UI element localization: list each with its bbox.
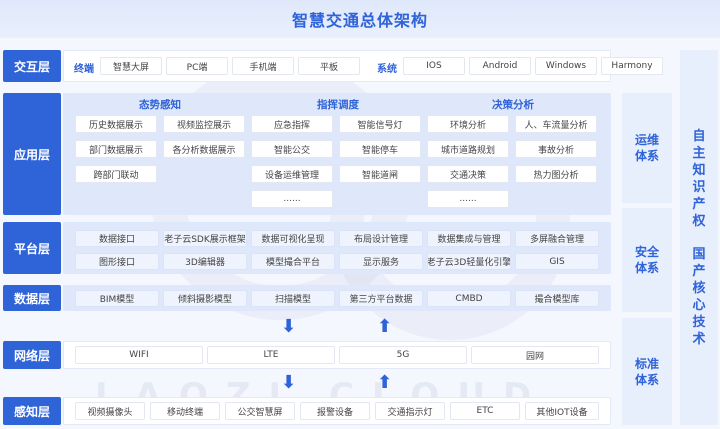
layer-label-interaction: 交互层 xyxy=(3,50,61,82)
app-chip: ...... xyxy=(251,190,333,208)
data-chip: BIM模型 xyxy=(75,290,159,307)
ip-bottom-label: 国产核心技术 xyxy=(692,246,706,347)
app-chip: 智能信号灯 xyxy=(339,115,421,133)
platform-chip: 显示服务 xyxy=(339,253,423,270)
terminal-label: 终端 xyxy=(74,64,94,75)
system-chip: Harmony xyxy=(601,57,663,75)
arrow-down-icon: ⬇ xyxy=(281,316,297,337)
app-chip: 热力图分析 xyxy=(515,165,597,183)
platform-chip: 布局设计管理 xyxy=(339,230,423,247)
layer-label-perception: 感知层 xyxy=(3,397,61,425)
terminal-chip: 智慧大屏 xyxy=(100,57,162,75)
platform-chip: 数据集成与管理 xyxy=(427,230,511,247)
network-chip: WIFI xyxy=(75,346,203,364)
data-chip: 第三方平台数据 xyxy=(339,290,423,307)
side-panel-security: 安全体系 xyxy=(622,208,672,312)
platform-chip: 模型撮合平台 xyxy=(251,253,335,270)
app-chip: 部门数据展示 xyxy=(75,140,157,158)
app-chip: 应急指挥 xyxy=(251,115,333,133)
title-bar: 智慧交通总体架构 xyxy=(0,0,720,38)
terminal-chip: PC端 xyxy=(166,57,228,75)
layer-label-application: 应用层 xyxy=(3,93,61,215)
platform-chip: 多屏融合管理 xyxy=(515,230,599,247)
side-security-label: 安全体系 xyxy=(634,245,659,275)
platform-chip: 老子云SDK展示框架 xyxy=(163,230,247,247)
side-panel-ops: 运维体系 xyxy=(622,93,672,203)
app-chip: 事故分析 xyxy=(515,140,597,158)
app-chip: 城市道路规划 xyxy=(427,140,509,158)
group-title-decision: 决策分析 xyxy=(492,99,534,111)
group-title-situation: 态势感知 xyxy=(139,99,181,111)
platform-chip: GIS xyxy=(515,253,599,270)
perception-chip: ETC xyxy=(450,402,520,420)
page-title: 智慧交通总体架构 xyxy=(291,11,428,30)
app-chip: 历史数据展示 xyxy=(75,115,157,133)
app-chip: 各分析数据展示 xyxy=(163,140,245,158)
platform-chip: 数据可视化呈现 xyxy=(251,230,335,247)
network-chip: 5G xyxy=(339,346,467,364)
app-chip: 环境分析 xyxy=(427,115,509,133)
data-chip: 倾斜摄影模型 xyxy=(163,290,247,307)
system-chip: IOS xyxy=(403,57,465,75)
perception-chip: 其他IOT设备 xyxy=(525,402,599,420)
data-chip: CMBD xyxy=(427,290,511,307)
side-panel-ip: 自主知识产权 国产核心技术 xyxy=(680,50,718,425)
terminal-chip: 平板 xyxy=(298,57,360,75)
network-chip: 园网 xyxy=(471,346,599,364)
platform-chip: 3D编辑器 xyxy=(163,253,247,270)
perception-chip: 报警设备 xyxy=(300,402,370,420)
perception-chip: 公交智慧屏 xyxy=(225,402,295,420)
layer-label-data: 数据层 xyxy=(3,285,61,311)
perception-chip: 移动终端 xyxy=(150,402,220,420)
platform-chip: 老子云3D轻量化引擎 xyxy=(427,253,511,270)
group-title-dispatch: 指挥调度 xyxy=(317,99,359,111)
app-chip: 智能停车 xyxy=(339,140,421,158)
system-chip: Windows xyxy=(535,57,597,75)
ip-top-label: 自主知识产权 xyxy=(692,128,706,229)
perception-chip: 视频摄像头 xyxy=(75,402,145,420)
data-chip: 扫描模型 xyxy=(251,290,335,307)
side-ops-label: 运维体系 xyxy=(634,133,659,163)
network-chip: LTE xyxy=(207,346,335,364)
platform-chip: 图形接口 xyxy=(75,253,159,270)
data-chip: 撮合模型库 xyxy=(515,290,599,307)
app-chip: 智能道闸 xyxy=(339,165,421,183)
arrow-up-icon: ⬆ xyxy=(377,372,393,393)
app-chip: 设备运维管理 xyxy=(251,165,333,183)
layer-label-network: 网络层 xyxy=(3,341,61,369)
system-label: 系统 xyxy=(377,64,397,75)
app-chip: 智能公交 xyxy=(251,140,333,158)
app-chip: ...... xyxy=(427,190,509,208)
layer-label-platform: 平台层 xyxy=(3,222,61,274)
app-chip: 交通决策 xyxy=(427,165,509,183)
app-chip: 视频监控展示 xyxy=(163,115,245,133)
system-chip: Android xyxy=(469,57,531,75)
terminal-chip: 手机端 xyxy=(232,57,294,75)
arrow-down-icon: ⬇ xyxy=(281,372,297,393)
side-standard-label: 标准体系 xyxy=(634,356,659,387)
platform-chip: 数据接口 xyxy=(75,230,159,247)
perception-chip: 交通指示灯 xyxy=(375,402,445,420)
app-chip: 人、车流量分析 xyxy=(515,115,597,133)
arrow-up-icon: ⬆ xyxy=(377,316,393,337)
app-chip: 跨部门联动 xyxy=(75,165,157,183)
side-panel-standard: 标准体系 xyxy=(622,318,672,425)
